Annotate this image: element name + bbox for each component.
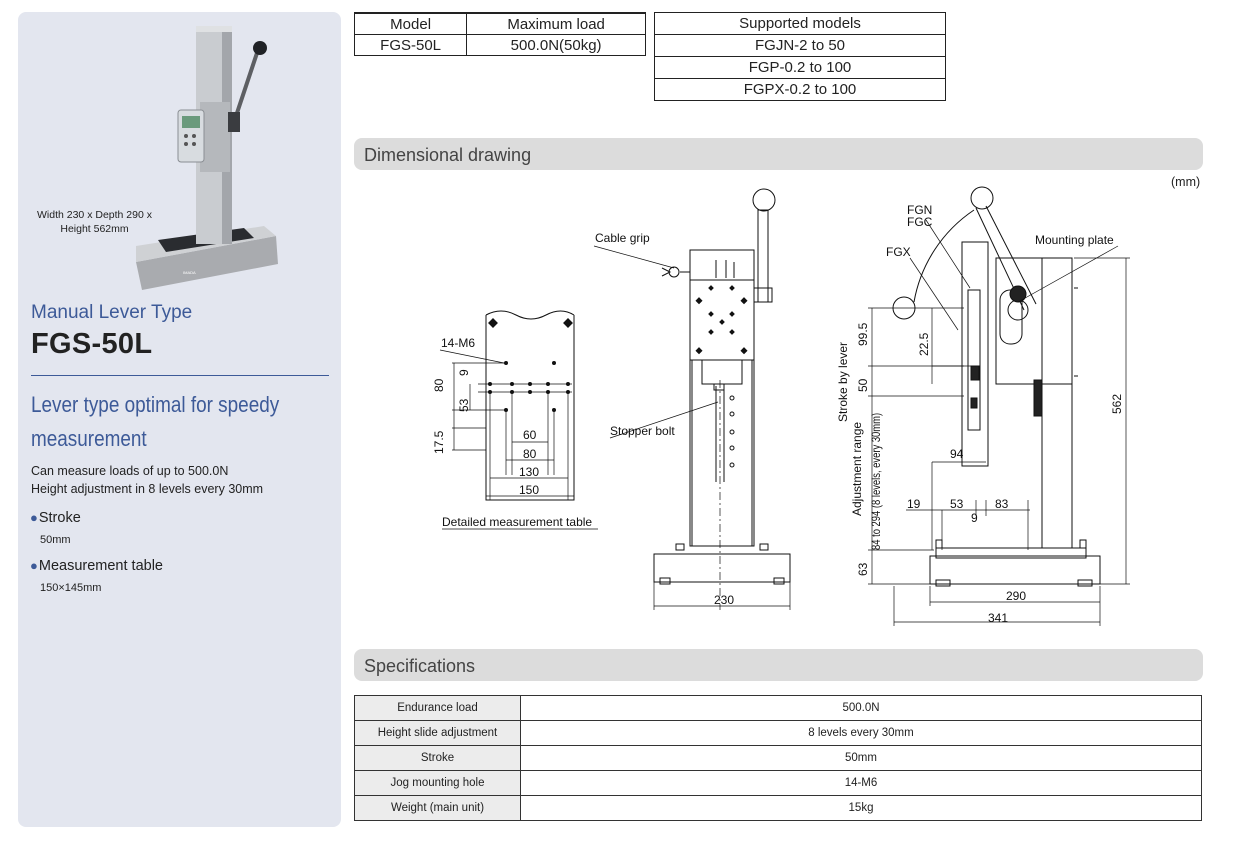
dimension-label: 94 <box>950 447 964 461</box>
spec-label: Stroke <box>354 745 521 771</box>
table-row: Stroke 50mm <box>354 745 1202 771</box>
specifications-table: Endurance load 500.0N Height slide adjus… <box>354 695 1202 821</box>
feature-value: 150×145mm <box>40 582 102 594</box>
dimension-label: 9 <box>457 369 471 376</box>
dimension-label: 50 <box>856 378 870 392</box>
feature-heading: ●Measurement table <box>30 558 163 574</box>
bullet-icon: ● <box>30 558 38 573</box>
table-detail-view <box>439 310 598 530</box>
dimension-label: 17.5 <box>432 430 446 454</box>
table-header: Maximum load <box>466 12 646 35</box>
spec-value: 15kg <box>520 795 1202 821</box>
section-title: Dimensional drawing <box>364 145 532 165</box>
table-caption: Detailed measurement table <box>442 515 592 529</box>
bullet-icon: ● <box>30 510 38 525</box>
unit-label: (mm) <box>1171 175 1201 189</box>
table-cell: FGS-50L <box>353 34 468 56</box>
front-view <box>593 188 791 610</box>
dimensions-caption: Width 230 x Depth 290 x Height 562mm <box>37 209 152 235</box>
spec-label: Endurance load <box>354 695 521 721</box>
dimension-label: 22.5 <box>917 332 931 356</box>
dimension-label: 83 <box>995 497 1009 511</box>
table-cell: FGPX-0.2 to 100 <box>654 78 946 101</box>
dimension-label: 19 <box>907 497 921 511</box>
side-view <box>868 186 1130 626</box>
feature-label: Stroke <box>38 510 81 526</box>
dimension-label: 53 <box>457 398 471 412</box>
stroke-by-lever-label: Stroke by lever <box>836 342 850 422</box>
stopper-bolt-label: Stopper bolt <box>610 424 675 438</box>
table-cell: FGP-0.2 to 100 <box>654 56 946 79</box>
hole-label: 14-M6 <box>441 336 475 350</box>
dimension-label: 150 <box>519 483 539 497</box>
spec-value: 500.0N <box>520 695 1202 721</box>
dimension-label: 80 <box>432 378 446 392</box>
spec-value: 50mm <box>520 745 1202 771</box>
spec-label: Height slide adjustment <box>354 720 521 746</box>
spec-label: Weight (main unit) <box>354 795 521 821</box>
dimension-label: 9 <box>971 511 978 525</box>
spec-value: 14-M6 <box>520 770 1202 796</box>
table-row: FGPX-0.2 to 100 <box>654 78 946 101</box>
spec-value: 8 levels every 30mm <box>520 720 1202 746</box>
table-row: Endurance load 500.0N <box>354 695 1202 721</box>
tagline: Lever type optimal for speedy measuremen… <box>31 392 280 451</box>
cable-grip-label: Cable grip <box>595 231 650 245</box>
dimensional-drawing: 14-M6 Detailed measurement table 80 9 53… <box>432 186 1130 626</box>
dimension-label: 99.5 <box>856 322 870 346</box>
adjustment-range-detail: 84 to 294 (8 levels, every 30mm) <box>870 413 883 550</box>
svg-text:IMADA: IMADA <box>183 270 196 275</box>
feature-value: 50mm <box>40 534 71 546</box>
table-row: FGP-0.2 to 100 <box>654 56 946 79</box>
adjustment-range-label: Adjustment range <box>850 422 864 516</box>
product-type-label: Manual Lever Type <box>31 302 193 323</box>
table-header: Model <box>353 12 468 35</box>
table-cell: 500.0N(50kg) <box>466 34 646 56</box>
section-title: Specifications <box>364 656 476 676</box>
model-table: Model Maximum load FGS-50L 500.0N(50kg) <box>353 12 646 56</box>
table-row: Height slide adjustment 8 levels every 3… <box>354 720 1202 746</box>
table-header: Supported models <box>654 12 946 35</box>
spec-label: Jog mounting hole <box>354 770 521 796</box>
table-row: Jog mounting hole 14-M6 <box>354 770 1202 796</box>
table-row: FGS-50L 500.0N(50kg) <box>353 34 646 56</box>
dimension-label: 53 <box>950 497 964 511</box>
fgn-label: FGN <box>907 203 932 217</box>
product-photo: IMADA <box>136 26 278 290</box>
dimension-label: 63 <box>856 562 870 576</box>
table-cell: FGJN-2 to 50 <box>654 34 946 57</box>
section-header-drawing: Dimensional drawing <box>354 138 1203 170</box>
dimension-label: 60 <box>523 428 537 442</box>
model-name: FGS-50L <box>31 328 153 360</box>
section-header-specifications: Specifications <box>354 649 1203 681</box>
dimension-label: 562 <box>1110 394 1124 414</box>
dimension-label: 80 <box>523 447 537 461</box>
table-row: Weight (main unit) 15kg <box>354 795 1202 821</box>
table-row: FGJN-2 to 50 <box>654 34 946 57</box>
fgc-label: FGC <box>907 215 933 229</box>
feature-heading: ●Stroke <box>30 510 81 526</box>
mounting-plate-label: Mounting plate <box>1035 233 1114 247</box>
dimension-label: 230 <box>714 593 734 607</box>
feature-label: Measurement table <box>38 558 163 574</box>
product-sidebar: IMADA Width 230 x Depth 290 x Height 562… <box>18 12 341 827</box>
dimension-label: 290 <box>1006 589 1026 603</box>
supported-models-table: Supported models FGJN-2 to 50 FGP-0.2 to… <box>654 12 946 101</box>
divider <box>31 375 329 376</box>
description-line: Can measure loads of up to 500.0N <box>31 464 229 478</box>
dimension-label: 130 <box>519 465 539 479</box>
fgx-label: FGX <box>886 245 911 259</box>
dimension-label: 341 <box>988 611 1008 625</box>
description-line: Height adjustment in 8 levels every 30mm <box>31 482 264 496</box>
